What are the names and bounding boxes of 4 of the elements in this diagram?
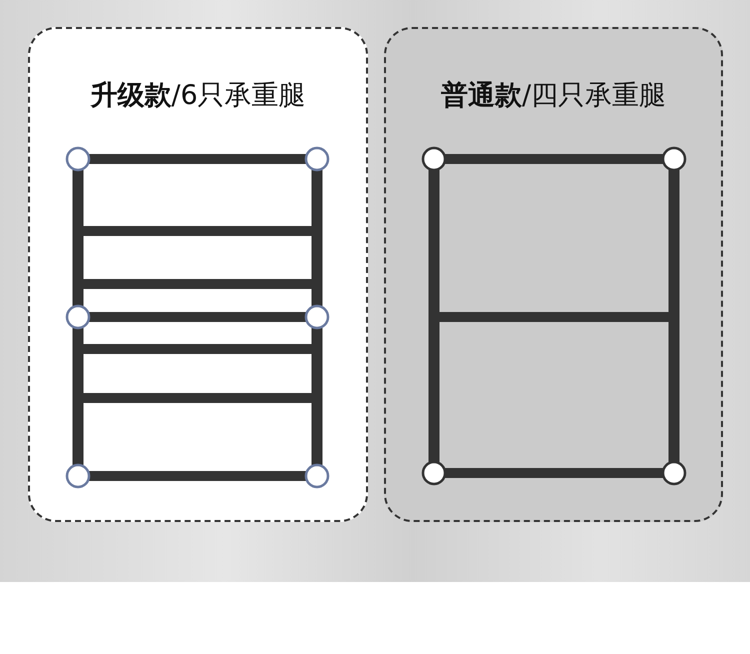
panel-card	[384, 27, 723, 522]
panel-card	[28, 27, 368, 522]
panel-title: 普通款/四只承重腿	[440, 79, 666, 113]
panel-title: 升级款/6只承重腿	[90, 79, 306, 113]
